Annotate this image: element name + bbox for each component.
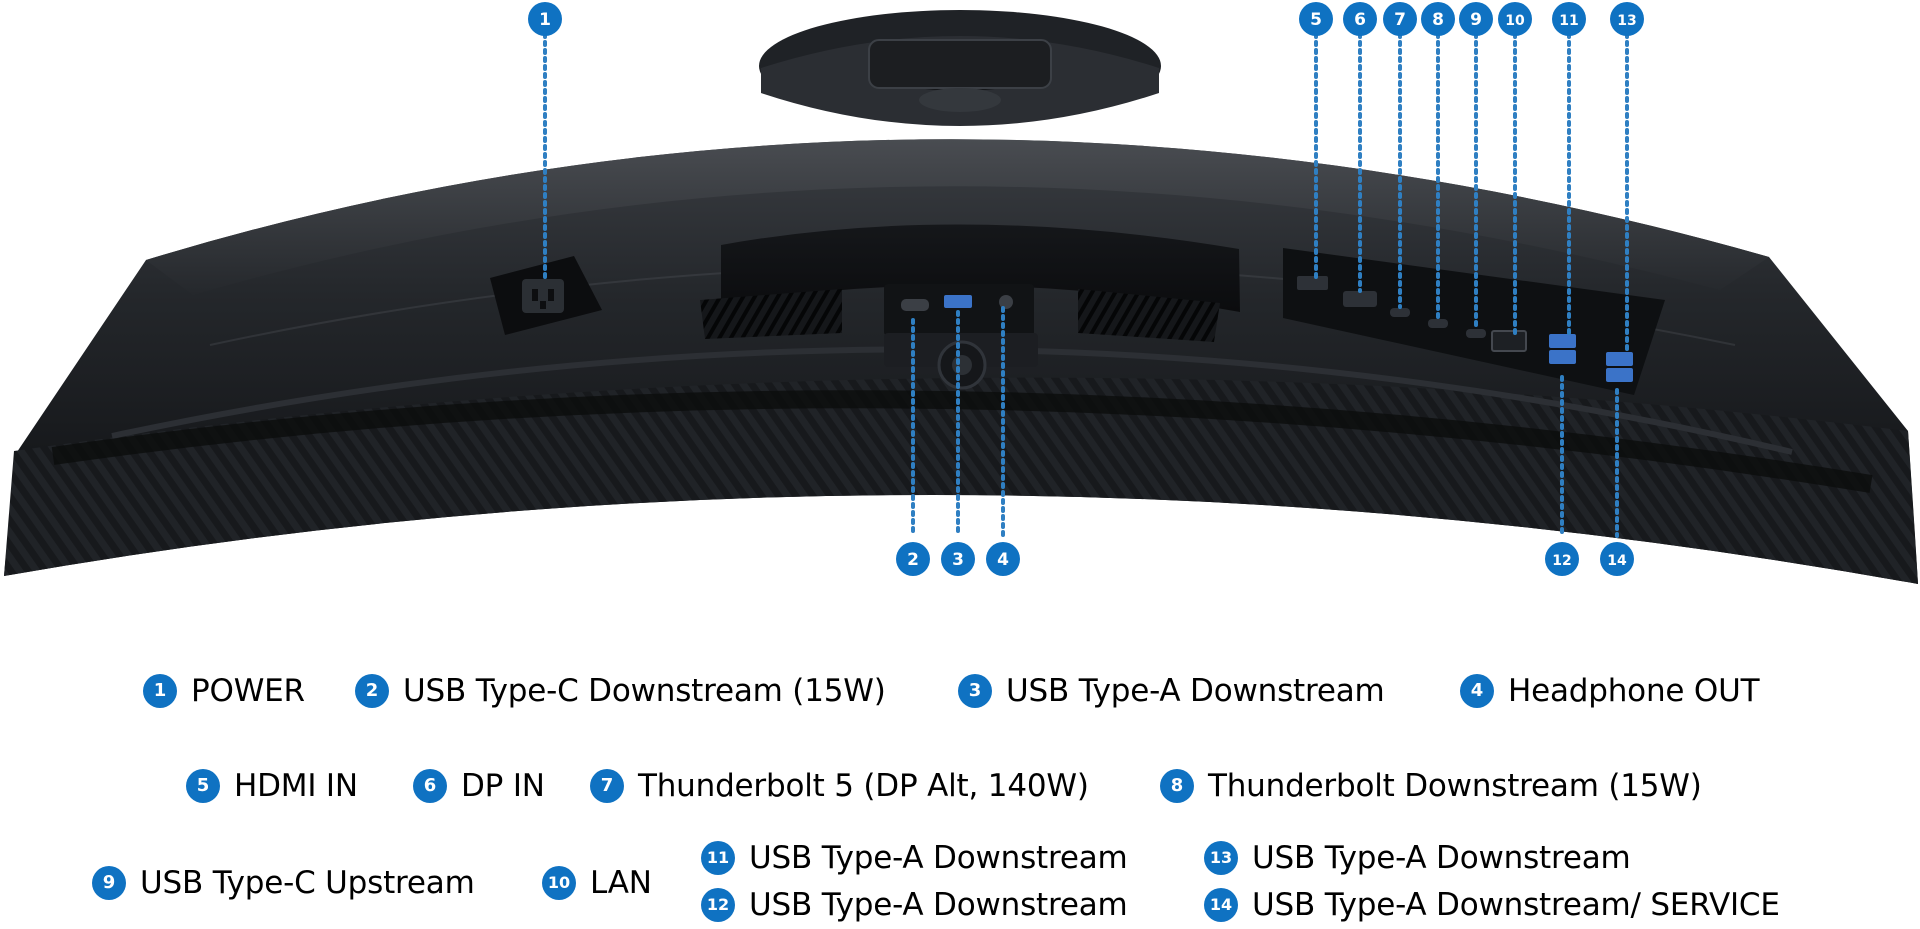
legend-item-usb-c-downstream: 2 USB Type-C Downstream (15W) (355, 673, 886, 709)
legend-number-badge: 11 (701, 841, 735, 875)
legend-number-badge: 12 (701, 888, 735, 922)
legend-item-usb-a-downstream-11: 11 USB Type-A Downstream (701, 840, 1128, 876)
power-port-housing (490, 256, 602, 335)
callout-4: 4 (986, 542, 1020, 576)
svg-text:11: 11 (1559, 13, 1578, 29)
legend-number-badge: 8 (1160, 769, 1194, 803)
legend-label: Headphone OUT (1508, 673, 1760, 709)
legend-number-badge: 13 (1204, 841, 1238, 875)
legend-label: USB Type-A Downstream (1006, 673, 1385, 709)
legend-item-hdmi-in: 5 HDMI IN (186, 768, 358, 804)
legend-label: LAN (590, 865, 652, 901)
callout-10: 10 (1498, 2, 1532, 36)
legend-item-usb-a-downstream-13: 13 USB Type-A Downstream (1204, 840, 1631, 876)
legend-label: Thunderbolt Downstream (15W) (1208, 768, 1702, 804)
callout-7: 7 (1383, 2, 1417, 36)
callout-11: 11 (1552, 2, 1586, 36)
callout-1: 1 (528, 2, 562, 36)
svg-text:3: 3 (952, 550, 964, 570)
callout-2: 2 (896, 542, 930, 576)
svg-text:8: 8 (1432, 10, 1444, 30)
svg-text:1: 1 (539, 10, 551, 30)
legend-label: USB Type-A Downstream (749, 887, 1128, 923)
legend-label: Thunderbolt 5 (DP Alt, 140W) (638, 768, 1089, 804)
svg-text:2: 2 (907, 550, 919, 570)
legend-label: USB Type-A Downstream (749, 840, 1128, 876)
callout-13: 13 (1610, 2, 1644, 36)
legend-number-badge: 1 (143, 674, 177, 708)
legend-label: USB Type-C Upstream (140, 865, 475, 901)
callout-leaders (543, 32, 1629, 538)
center-control-area (700, 224, 1240, 390)
callout-5: 5 (1299, 2, 1333, 36)
rear-port-panel (1283, 248, 1665, 395)
svg-text:4: 4 (997, 550, 1009, 570)
legend-item-power: 1 POWER (143, 673, 305, 709)
legend-number-badge: 14 (1204, 888, 1238, 922)
legend-label: HDMI IN (234, 768, 358, 804)
legend-label: USB Type-A Downstream/ SERVICE (1252, 887, 1780, 923)
legend-number-badge: 2 (355, 674, 389, 708)
legend-number-badge: 5 (186, 769, 220, 803)
legend-item-dp-in: 6 DP IN (413, 768, 545, 804)
legend-number-badge: 6 (413, 769, 447, 803)
callout-9: 9 (1459, 2, 1493, 36)
callout-12: 12 (1545, 542, 1579, 576)
legend-item-usb-c-upstream: 9 USB Type-C Upstream (92, 865, 475, 901)
legend-item-usb-a-downstream-12: 12 USB Type-A Downstream (701, 887, 1128, 923)
legend-label: POWER (191, 673, 305, 709)
legend-number-badge: 4 (1460, 674, 1494, 708)
callout-markers: 1 2 3 4 5 6 7 (528, 2, 1644, 576)
svg-text:7: 7 (1394, 10, 1406, 30)
legend-label: DP IN (461, 768, 545, 804)
legend-item-thunderbolt-5: 7 Thunderbolt 5 (DP Alt, 140W) (590, 768, 1089, 804)
legend-item-thunderbolt-downstream: 8 Thunderbolt Downstream (15W) (1160, 768, 1702, 804)
callout-8: 8 (1421, 2, 1455, 36)
svg-text:5: 5 (1310, 10, 1322, 30)
monitor-bottom-view: 1 2 3 4 5 6 7 (4, 2, 1918, 584)
callout-3: 3 (941, 542, 975, 576)
legend-item-usb-a-service: 14 USB Type-A Downstream/ SERVICE (1204, 887, 1780, 923)
svg-text:9: 9 (1470, 10, 1482, 30)
svg-text:6: 6 (1354, 10, 1366, 30)
legend-label: USB Type-C Downstream (15W) (403, 673, 886, 709)
legend-item-lan: 10 LAN (542, 865, 652, 901)
legend-number-badge: 3 (958, 674, 992, 708)
svg-text:12: 12 (1552, 553, 1571, 569)
svg-text:13: 13 (1617, 13, 1636, 29)
legend-item-usb-a-downstream-3: 3 USB Type-A Downstream (958, 673, 1385, 709)
legend-label: USB Type-A Downstream (1252, 840, 1631, 876)
svg-text:14: 14 (1607, 553, 1627, 569)
legend-number-badge: 9 (92, 866, 126, 900)
legend-number-badge: 10 (542, 866, 576, 900)
svg-text:10: 10 (1505, 13, 1525, 29)
legend-number-badge: 7 (590, 769, 624, 803)
legend-item-headphone-out: 4 Headphone OUT (1460, 673, 1760, 709)
callout-6: 6 (1343, 2, 1377, 36)
callout-14: 14 (1600, 542, 1634, 576)
stand-mount (759, 10, 1161, 126)
